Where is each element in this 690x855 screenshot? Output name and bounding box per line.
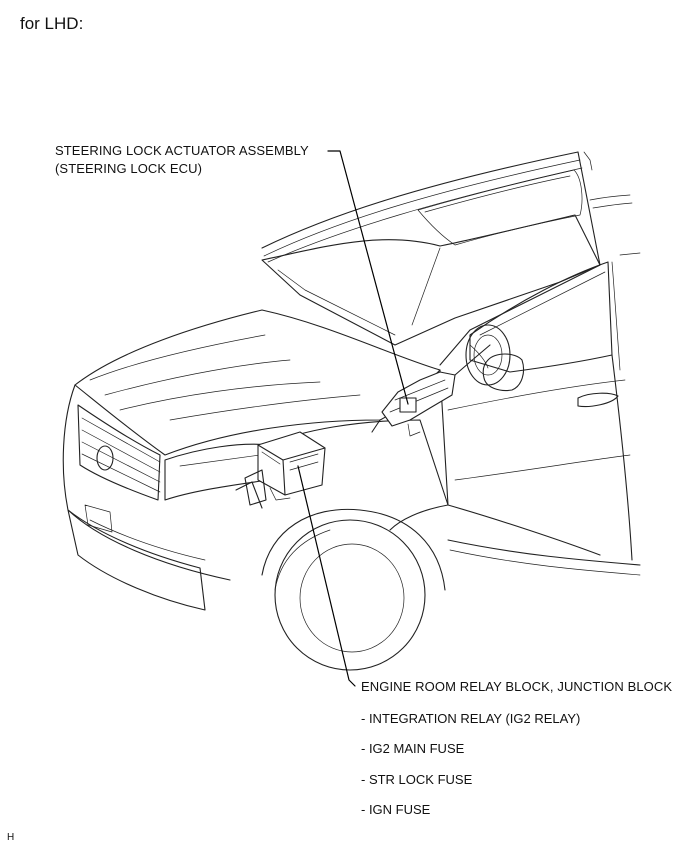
sunroof bbox=[417, 169, 583, 246]
figure-code: H bbox=[7, 832, 15, 843]
steering-lock-actuator-part bbox=[371, 324, 511, 437]
front-bumper bbox=[67, 509, 206, 611]
hood-outline bbox=[74, 309, 441, 456]
headlight bbox=[164, 443, 271, 501]
a-pillar bbox=[439, 264, 601, 366]
roof-outline bbox=[261, 151, 579, 249]
engine-room-item: - STR LOCK FUSE bbox=[361, 772, 473, 787]
front-tire bbox=[274, 519, 426, 671]
running-board bbox=[447, 539, 641, 566]
roof-right-edge bbox=[577, 151, 601, 266]
engine-room-leader bbox=[297, 465, 356, 687]
door-window bbox=[469, 261, 613, 373]
body-side bbox=[439, 369, 601, 556]
grille-emblem bbox=[96, 445, 114, 471]
steering-lock-leader bbox=[327, 150, 409, 405]
engine-room-relay-block-part bbox=[235, 431, 326, 509]
steering-lock-label: STEERING LOCK ACTUATOR ASSEMBLY bbox=[55, 143, 309, 158]
steering-lock-ecu-label: (STEERING LOCK ECU) bbox=[55, 161, 203, 176]
page-heading: for LHD: bbox=[20, 14, 84, 33]
door-handle bbox=[577, 392, 619, 408]
grille bbox=[77, 404, 161, 501]
engine-room-item: - IG2 MAIN FUSE bbox=[361, 741, 465, 756]
side-mirror bbox=[482, 353, 525, 392]
wheel-arch bbox=[261, 508, 446, 591]
engine-room-item: - IGN FUSE bbox=[361, 802, 431, 817]
engine-room-label: ENGINE ROOM RELAY BLOCK, JUNCTION BLOCK bbox=[361, 679, 673, 694]
windshield bbox=[261, 214, 601, 346]
front-rim bbox=[299, 543, 405, 653]
engine-room-item: - INTEGRATION RELAY (IG2 RELAY) bbox=[361, 711, 581, 726]
roof-rail bbox=[263, 159, 581, 257]
